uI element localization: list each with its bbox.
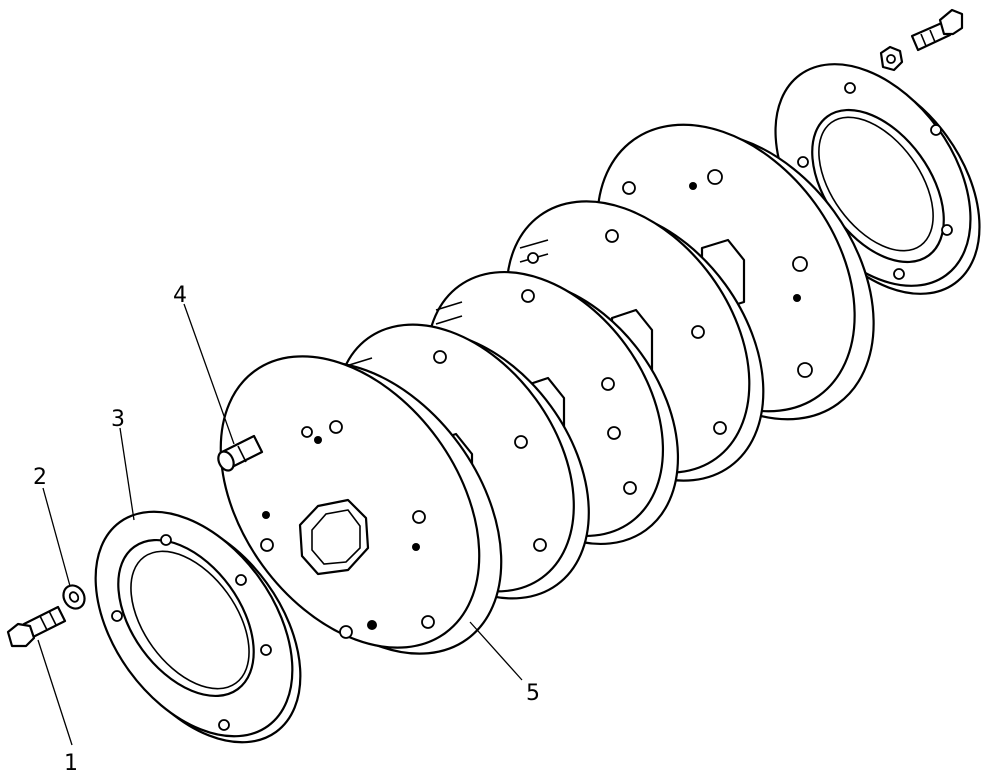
callout-4: 4 (173, 283, 187, 308)
front-hub-disc (219, 355, 503, 655)
rear-nut (879, 45, 904, 72)
hub-hex-nut (298, 498, 370, 576)
leader-lines (37, 303, 523, 746)
callout-5: 5 (526, 681, 540, 706)
washer (62, 584, 86, 610)
front-flange (94, 510, 302, 744)
callout-1: 1 (64, 751, 78, 774)
rear-bolt (910, 8, 964, 52)
callout-labels: 1 2 3 4 5 (33, 283, 540, 774)
front-bolt (6, 605, 67, 648)
pin (217, 434, 264, 472)
callout-3: 3 (111, 407, 125, 432)
callout-2: 2 (33, 465, 47, 490)
